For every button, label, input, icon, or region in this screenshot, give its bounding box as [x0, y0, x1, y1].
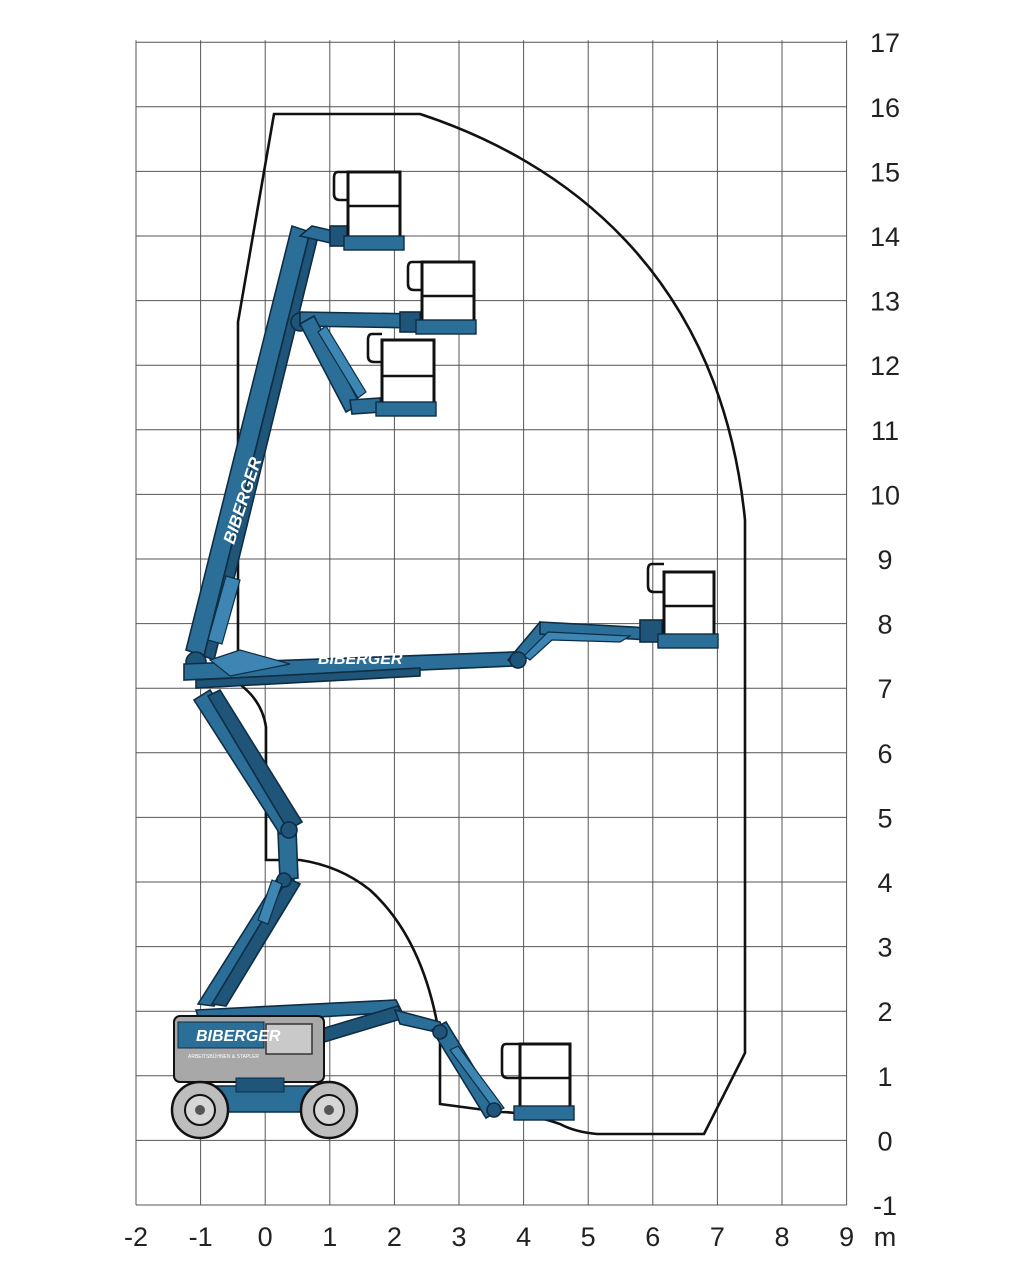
- x-axis-ticks: -2 -1 0 1 2 3 4 5 6 7 8 9: [124, 1222, 854, 1252]
- y-tick-label: 5: [877, 803, 892, 833]
- y-tick-label: 0: [877, 1126, 892, 1156]
- brand-label-chassis: BIBERGER: [196, 1028, 281, 1045]
- y-tick-label: 7: [877, 674, 892, 704]
- x-tick-label: 5: [581, 1222, 596, 1252]
- x-tick-label: -2: [124, 1222, 148, 1252]
- y-tick-label: -1: [873, 1191, 897, 1221]
- basket-mid-upper: [406, 260, 477, 335]
- brand-subtitle-chassis: ARBEITSBÜHNEN & STAPLER: [188, 1053, 259, 1060]
- x-tick-label: 9: [839, 1222, 854, 1252]
- wheel-right: [299, 1080, 359, 1140]
- y-tick-label: 17: [870, 28, 900, 58]
- y-tick-label: 11: [871, 416, 899, 446]
- basket-upper: [332, 170, 405, 251]
- x-tick-label: 8: [774, 1222, 789, 1252]
- y-tick-label: 2: [877, 997, 892, 1027]
- x-tick-label: -1: [189, 1222, 213, 1252]
- main-boom-horizontal: BIBERGER: [183, 619, 663, 689]
- x-tick-label: 1: [322, 1222, 337, 1252]
- y-tick-label: 4: [877, 868, 892, 898]
- y-tick-label: 14: [870, 222, 900, 252]
- tower-boom: [192, 688, 304, 1007]
- basket-low: [500, 1042, 575, 1121]
- x-tick-label: 4: [516, 1222, 531, 1252]
- y-tick-label: 13: [870, 287, 900, 317]
- x-tick-label: 0: [258, 1222, 273, 1252]
- y-tick-label: 1: [877, 1062, 892, 1092]
- y-tick-label: 9: [877, 545, 892, 575]
- x-tick-label: 3: [451, 1222, 466, 1252]
- x-tick-label: 2: [387, 1222, 402, 1252]
- x-tick-label: 6: [645, 1222, 660, 1252]
- brand-label-horizontal-boom: BIBERGER: [318, 651, 403, 668]
- x-axis-unit: m: [874, 1222, 897, 1252]
- chassis: BIBERGER ARBEITSBÜHNEN & STAPLER: [173, 1015, 325, 1113]
- y-tick-label: 8: [877, 610, 892, 640]
- y-tick-label: 16: [870, 93, 900, 123]
- basket-mid: [366, 332, 437, 417]
- jib-lowered: [298, 314, 383, 415]
- y-tick-label: 10: [870, 480, 900, 510]
- y-tick-label: 6: [877, 739, 892, 769]
- wheel-left: [170, 1080, 230, 1140]
- y-tick-label: 12: [870, 351, 900, 381]
- basket-horizontal: [646, 562, 719, 649]
- grid: [135, 40, 848, 1206]
- x-tick-label: 7: [710, 1222, 725, 1252]
- main-boom-high: BIBERGER: [185, 224, 319, 673]
- y-tick-label: 15: [870, 157, 900, 187]
- y-tick-label: 3: [877, 933, 892, 963]
- working-envelope: [236, 112, 747, 1136]
